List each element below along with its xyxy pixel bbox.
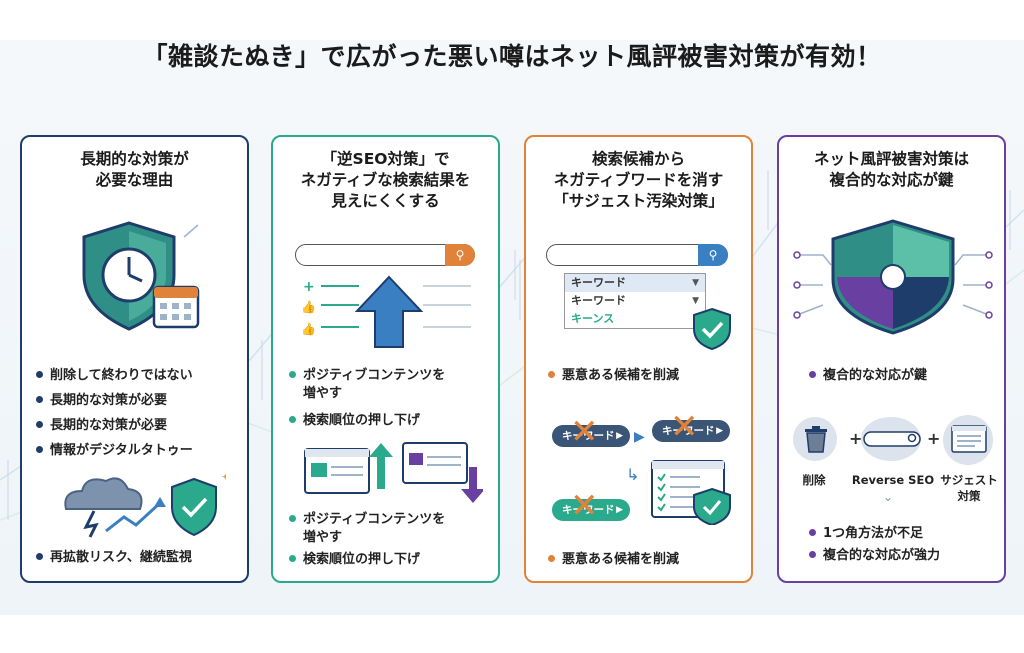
search-icon[interactable]: ⚲: [445, 243, 475, 266]
search-icon[interactable]: ⚲: [698, 243, 728, 266]
bullet-item: 検索順位の押し下げ: [289, 551, 420, 569]
card-title-line: ネガティブな検索結果を: [300, 171, 471, 189]
cross-icon: ✕: [570, 412, 599, 452]
trash-icon: [805, 426, 827, 453]
card-suggest: 検索候補から ネガティブワードを消す 「サジェスト汚染対策」 ⚲ キーワード▼ …: [524, 135, 753, 583]
card-title-line: 「逆SEO対策」で: [321, 150, 450, 168]
puzzle-shield-icon: [793, 219, 993, 335]
storm-cloud-icon: ✦: [64, 470, 226, 538]
check-shield-icon: [693, 307, 731, 351]
card-title-line: 見えにくくする: [331, 192, 440, 210]
plus-icon: +: [303, 279, 315, 295]
search-bar-icon: [863, 431, 921, 447]
card-title-line: 長期的な対策が: [80, 150, 189, 168]
thumbs-up-icon: 👍: [301, 300, 316, 314]
bullet-item-cont: 増やす: [303, 530, 343, 545]
card-reverse-seo: 「逆SEO対策」で ネガティブな検索結果を 見えにくくする ⚲ + 👍 👍 ポジ…: [271, 135, 500, 583]
bullet-item: ポジティブコンテンツを: [289, 367, 445, 385]
trend-arrow-icon: [105, 501, 162, 533]
card-title-line: ネット風評被害対策は: [813, 150, 969, 168]
checklist-icon: [651, 460, 731, 525]
card-combined: ネット風評被害対策は 複合的な対応が鍵 複合的な対応が鍵 + + 削除 Reve…: [777, 135, 1006, 583]
negative-keyword-pill: キーワード▶: [552, 425, 630, 447]
svg-text:✦: ✦: [221, 470, 226, 484]
suggest-dropdown[interactable]: キーワード▼ キーワード▼ キーンス: [564, 273, 706, 329]
arrow-icon: ↳: [626, 465, 640, 484]
card-title: 長期的な対策が 必要な理由: [22, 149, 247, 191]
step-label: 削除: [802, 473, 826, 487]
cross-icon: ✕: [570, 486, 599, 526]
card-title: ネット風評被害対策は 複合的な対応が鍵: [779, 149, 1004, 191]
bullet-item: 削除して終わりではない: [36, 367, 193, 385]
suggest-item[interactable]: キーワード▼: [571, 294, 699, 307]
check-shield-icon: [171, 477, 217, 537]
bullet-item: 1つ角方法が不足: [809, 525, 923, 543]
search-bar[interactable]: ⚲: [546, 243, 728, 266]
card-title-line: 必要な理由: [95, 171, 174, 189]
suggest-item[interactable]: キーンス: [571, 312, 615, 325]
card-title-line: 「サジェスト汚染対策」: [553, 192, 724, 210]
card-long-term: 長期的な対策が 必要な理由 削除して終わりではない 長期的な対策が必要 長期的な…: [20, 135, 249, 583]
svg-text:👍: 👍: [301, 322, 316, 336]
shield-clock-icon: [82, 221, 200, 331]
card-title-line: 複合的な対応が鍵: [829, 171, 954, 189]
search-bar[interactable]: ⚲: [295, 243, 475, 266]
up-arrow-icon: [354, 275, 424, 348]
step-label: 対策: [957, 489, 981, 503]
plus-icon: +: [927, 429, 941, 448]
negative-keyword-pill: キーワード▶: [652, 420, 730, 442]
calendar-icon: [152, 285, 200, 329]
down-chevron-icon: ⌄: [883, 490, 894, 504]
web-page-icon: [304, 442, 483, 503]
cross-icon: ✕: [670, 407, 699, 447]
step-label: Reverse SEO: [851, 473, 935, 487]
card-title: 検索候補から ネガティブワードを消す 「サジェスト汚染対策」: [526, 149, 751, 212]
bullet-item: 再拡散リスク、継続監視: [36, 549, 192, 567]
bullet-item-cont: 増やす: [303, 386, 343, 401]
ranking-up-illustration: + 👍 👍: [301, 275, 471, 348]
web-page-icon: [951, 425, 987, 453]
bullet-item: 悪意ある候補を削減: [548, 551, 679, 569]
bullet-item: ポジティブコンテンツを: [289, 511, 445, 529]
bullet-item: 検索順位の押し下げ: [289, 412, 420, 430]
bullet-item: 複合的な対応が鍵: [809, 367, 927, 385]
bullet-item: 長期的な対策が必要: [36, 392, 167, 410]
down-arrow-icon: [461, 467, 483, 503]
card-title-line: ネガティブワードを消す: [553, 171, 724, 189]
keyword-pill: キーワード▶: [552, 499, 630, 521]
bullet-item: 悪意ある候補を削減: [548, 367, 679, 385]
bullet-item: 情報がデジタルタトゥー: [36, 442, 193, 460]
step-label: サジェスト: [940, 473, 998, 487]
card-title: 「逆SEO対策」で ネガティブな検索結果を 見えにくくする: [273, 149, 498, 212]
plus-icon: +: [849, 429, 863, 448]
bullet-item: 複合的な対応が強力: [809, 547, 940, 565]
arrow-icon: ▶: [634, 429, 645, 445]
page-title: 「雑談たぬき」で広がった悪い噂はネット風評被害対策が有効！: [142, 42, 882, 71]
bullet-item: 長期的な対策が必要: [36, 417, 167, 435]
card-title-line: 検索候補から: [591, 150, 685, 168]
suggest-item[interactable]: キーワード▼: [565, 274, 705, 292]
